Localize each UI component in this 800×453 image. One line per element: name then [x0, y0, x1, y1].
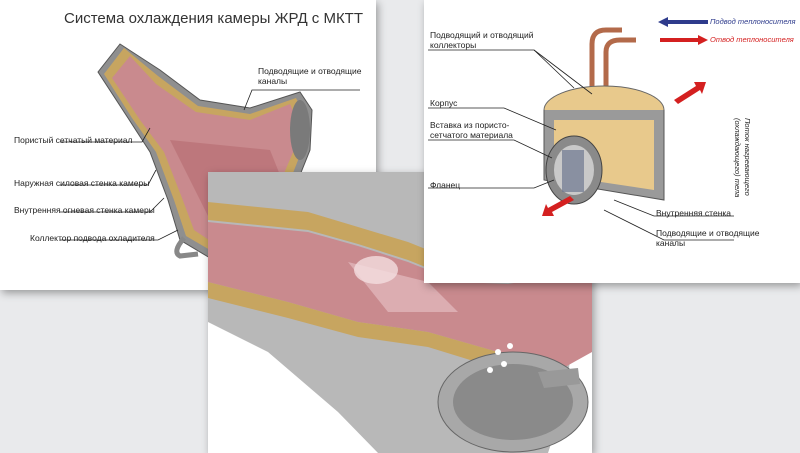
- label-collector: Коллектор подвода охладителя: [30, 233, 155, 243]
- panel-heat-exchanger: Подвод теплоносителя Отвод теплоносителя…: [424, 0, 800, 283]
- label-porous-material: Пористый сетчатый материал: [14, 135, 133, 145]
- label-inner-wall: Внутренняя огневая стенка камеры: [14, 205, 155, 215]
- legend-flow-line2: (охлаждающего) тела: [733, 118, 742, 198]
- label-channels-line2: каналы: [656, 238, 686, 248]
- label-flange: Фланец: [430, 180, 461, 190]
- label-outer-wall: Наружная силовая стенка камеры: [14, 178, 150, 188]
- label-inner-wall: Внутренняя стенка: [656, 208, 732, 218]
- legend-supply: Подвод теплоносителя: [710, 17, 796, 26]
- exchanger-illustration: [428, 17, 734, 241]
- label-collectors-line1: Подводящий и отводящий: [430, 30, 534, 40]
- legend-return: Отвод теплоносителя: [710, 35, 794, 44]
- label-insert-line2: сетчатого материала: [430, 130, 513, 140]
- panel-title: Система охлаждения камеры ЖРД с МКТТ: [64, 10, 364, 27]
- label-housing: Корпус: [430, 98, 458, 108]
- label-insert-line1: Вставка из пористо-: [430, 120, 510, 130]
- label-channels-line1: Подводящие и отводящие: [258, 66, 362, 76]
- label-channels-line2: каналы: [258, 76, 288, 86]
- label-collectors-line2: коллекторы: [430, 40, 477, 50]
- label-channels-line1: Подводящие и отводящие: [656, 228, 760, 238]
- legend-flow-line1: Поток нагревающего: [743, 118, 752, 196]
